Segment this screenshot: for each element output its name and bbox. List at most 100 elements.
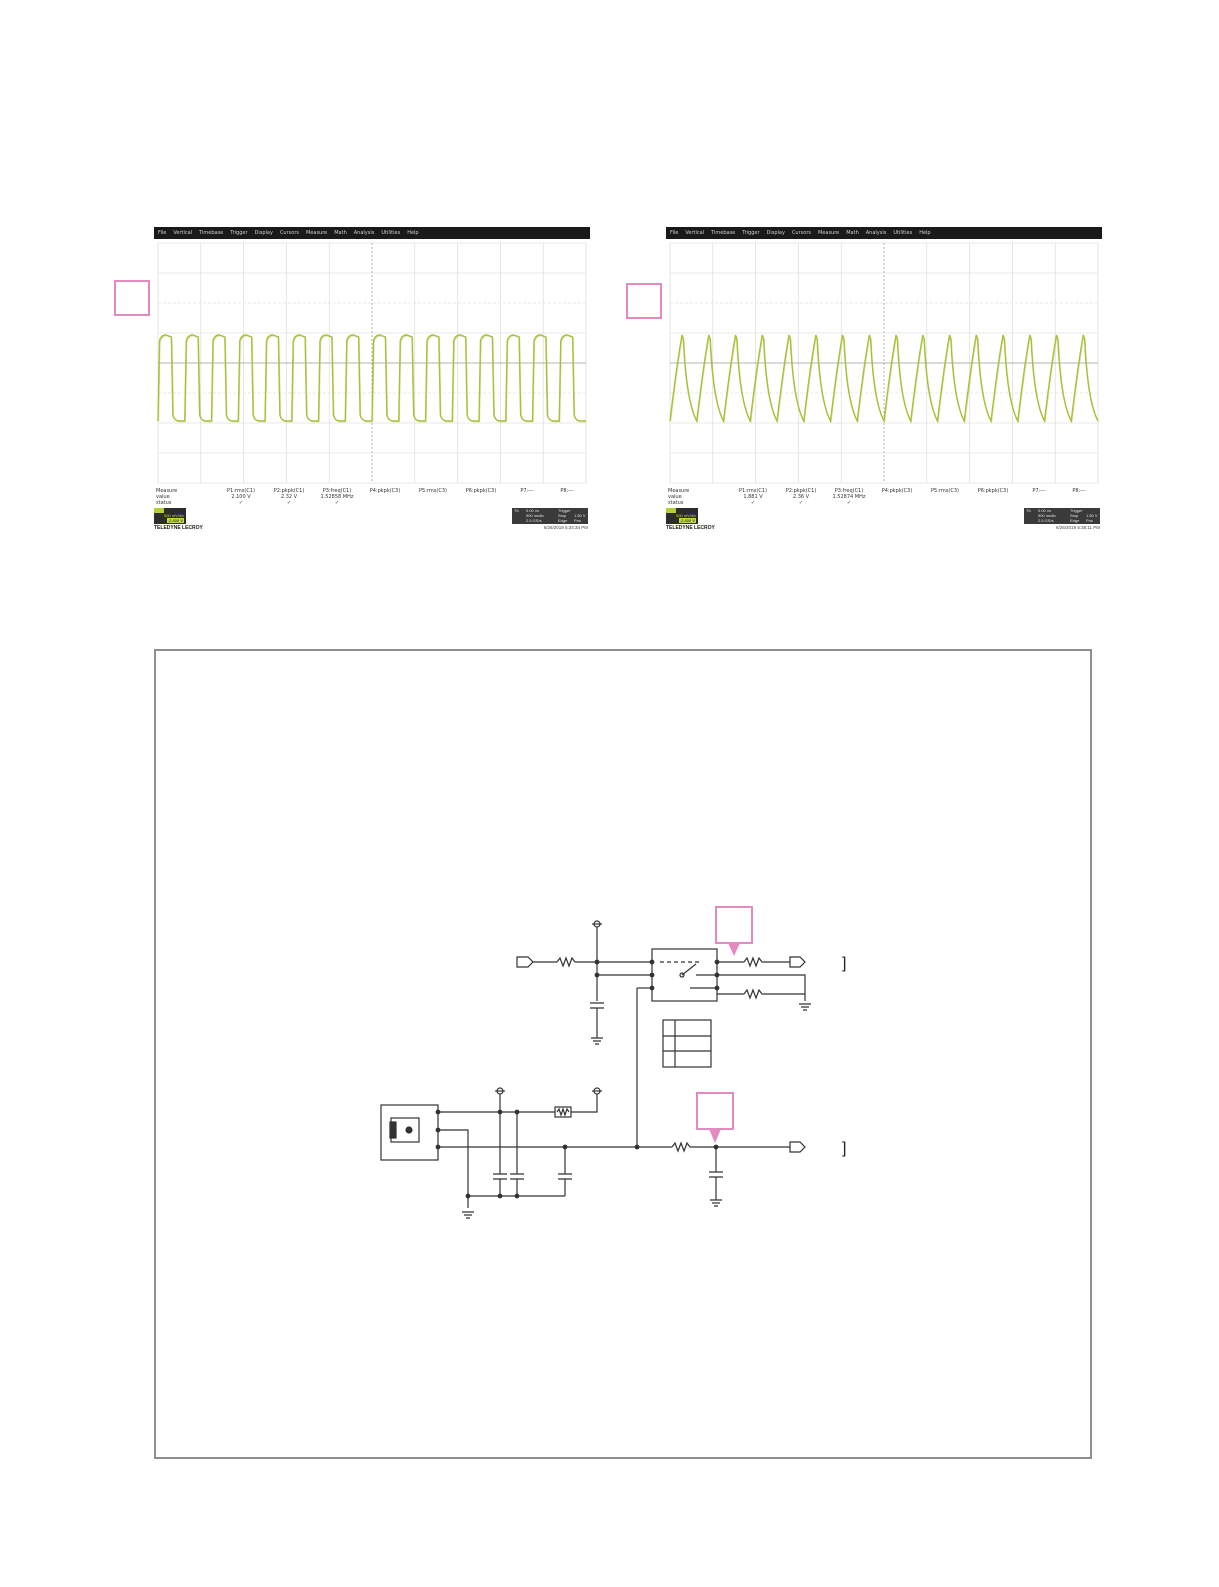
meas-value: 1.52874 MHz (832, 494, 866, 500)
scope-graticule (157, 242, 587, 484)
menu-item: Display (766, 230, 785, 236)
resistor (556, 956, 576, 968)
scope-menu-bar: File Vertical Timebase Trigger Display C… (666, 227, 1102, 239)
meas-name: P8:--- (560, 488, 574, 494)
timestamp: 6/26/2019 5:38:11 PM (1056, 525, 1100, 530)
tb-cell: Pos (574, 518, 581, 523)
menu-item: Vertical (685, 230, 705, 236)
tb-cell: Trigger (1070, 508, 1083, 513)
tb-cell: Tb (1026, 508, 1031, 513)
menu-item: Cursors (279, 230, 299, 236)
output-connector-top (789, 956, 806, 968)
meas-name: P4:pkpk(C3) (369, 488, 401, 494)
junction-dot (497, 1109, 503, 1115)
callout-box-left (114, 280, 150, 316)
capacitor (510, 1173, 524, 1180)
menu-item: Math (334, 230, 347, 236)
wire (499, 1179, 566, 1196)
timestamp: 6/26/2019 5:34:34 PM (543, 525, 588, 530)
junction-dot (514, 1109, 520, 1115)
callout-pointer (728, 943, 740, 956)
menu-item: Vertical (173, 230, 193, 236)
brand-logo: TELEDYNE LECROY (154, 525, 203, 531)
truth-table (662, 1019, 712, 1068)
meas-name: P5:rms(C3) (419, 488, 447, 494)
menu-item: Display (254, 230, 273, 236)
meas-name: P1:rms(C1) (739, 488, 767, 494)
ground-icon (462, 1211, 474, 1219)
tb-cell: 1.50 V (574, 513, 586, 518)
ground-icon (799, 1003, 811, 1011)
channel-descriptor: 500 mV/div -2.400 V (154, 508, 186, 524)
meas-status: ✓ (286, 500, 292, 506)
meas-name: P6:pkpk(C3) (977, 488, 1009, 494)
menu-item: File (158, 230, 167, 236)
meas-value: 2.36 V (792, 494, 810, 500)
capacitor (558, 1173, 572, 1180)
callout-box-output (696, 1092, 734, 1130)
meas-status: ✓ (750, 500, 756, 506)
oscilloscope-screenshot-left: File Vertical Timebase Trigger Display C… (154, 227, 590, 539)
meas-status: ✓ (846, 500, 852, 506)
capacitor (493, 1173, 507, 1180)
meas-label: Measure (668, 488, 690, 494)
optical-receiver (380, 1104, 439, 1161)
measurement-table: Measure value status P1:rms(C1)2.100 V✓ … (154, 488, 590, 510)
menu-item: Analysis (865, 230, 887, 236)
bracket-label-top: ] (842, 955, 846, 972)
waveform-trace (157, 334, 586, 422)
bead-zigzag (556, 1107, 570, 1117)
menu-item: Trigger (230, 230, 248, 236)
menu-item: Math (846, 230, 859, 236)
junction-dot (649, 985, 655, 991)
timebase-descriptor: Tb 0.00 ns Trigger 500 ns/div Stop 1.50 … (1024, 508, 1100, 524)
switch-contact (681, 963, 697, 976)
schematic-frame (154, 649, 1092, 1459)
junction-dot (714, 972, 720, 978)
tb-cell: 500 ns/div (1038, 513, 1057, 518)
meas-value: 1.52858 MHz (320, 494, 354, 500)
junction-dot (634, 1144, 640, 1150)
junction-dot (714, 985, 720, 991)
ground-icon (591, 1037, 603, 1045)
meas-name: P2:pkpk(C1) (785, 488, 817, 494)
brand-logo: TELEDYNE LECROY (666, 525, 715, 531)
meas-name: P7:--- (1032, 488, 1046, 494)
measurement-table: Measure value status P1:rms(C1)1.881 V✓ … (666, 488, 1102, 510)
callout-box-switch (715, 906, 753, 944)
junction-dot (514, 1193, 520, 1199)
ground-icon (710, 1199, 722, 1207)
meas-label: status (156, 500, 172, 506)
timebase-descriptor: Tb 0.00 ns Trigger 500 ns/div Stop 1.50 … (512, 508, 588, 524)
meas-name: P6:pkpk(C3) (465, 488, 497, 494)
meas-status: ✓ (334, 500, 340, 506)
tb-cell: Trigger (558, 508, 571, 513)
tb-cell: Stop (1070, 513, 1079, 518)
junction-dot (435, 1109, 441, 1115)
tb-cell: 2.5 GS/s (526, 518, 542, 523)
wire (571, 1094, 598, 1113)
junction-dot (435, 1144, 441, 1150)
channel-scale: 500 mV/div (675, 513, 696, 518)
junction-dot (497, 1193, 503, 1199)
tb-cell: Tb (514, 508, 519, 513)
tb-cell: 1.50 V (1086, 513, 1098, 518)
tb-cell: 0.00 ns (526, 508, 540, 513)
meas-label: value (668, 494, 682, 500)
meas-name: P1:rms(C1) (227, 488, 255, 494)
junction-dot (594, 959, 600, 965)
tb-cell: Stop (558, 513, 567, 518)
oscilloscope-screenshot-right: File Vertical Timebase Trigger Display C… (666, 227, 1102, 539)
switch-pivot (679, 972, 685, 978)
meas-name: P7:--- (520, 488, 534, 494)
meas-status: ✓ (798, 500, 804, 506)
junction-dot (435, 1127, 441, 1133)
truth-table-grid (663, 1020, 711, 1067)
tb-cell: Edge (1070, 518, 1080, 523)
receiver-tab (389, 1121, 397, 1139)
junction-dot (714, 959, 720, 965)
junction-dot (649, 972, 655, 978)
channel-descriptor: 500 mV/div -2.400 V (666, 508, 698, 524)
channel-tag (154, 508, 164, 513)
tb-cell: 2.5 GS/s (1038, 518, 1054, 523)
